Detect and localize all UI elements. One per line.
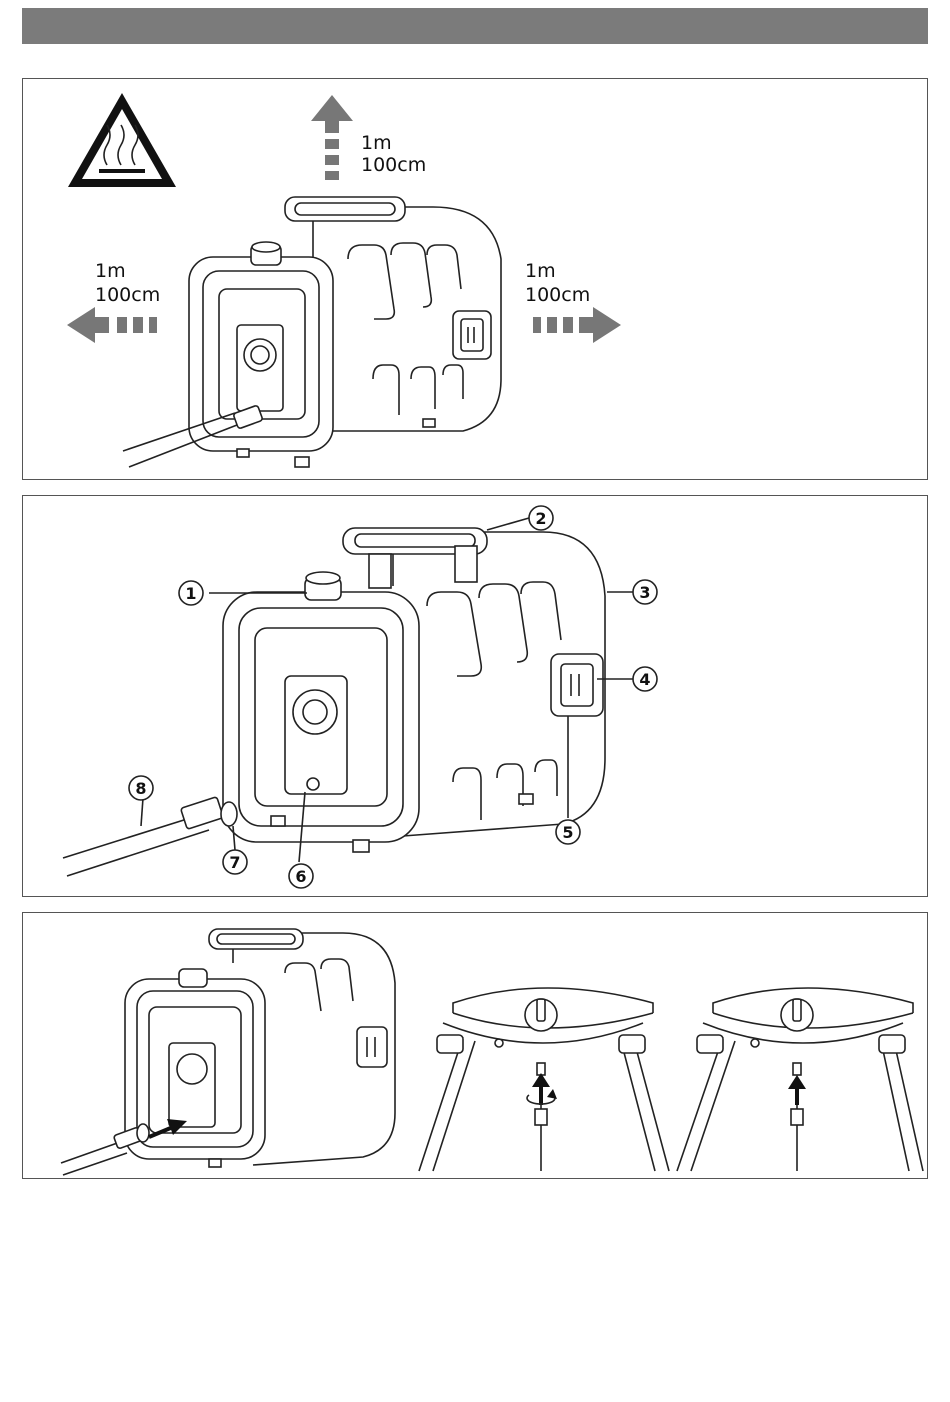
burner-stand-right [677, 988, 923, 1171]
hose-connector [181, 797, 224, 830]
clearance-diagram: 1m 100cm 1m 100cm 1m 100cm [23, 79, 929, 481]
hot-surface-warning-icon [68, 93, 176, 187]
svg-text:2: 2 [535, 509, 546, 528]
top-distance-m: 1m [361, 132, 392, 154]
connection-diagram [23, 913, 929, 1180]
callout-2: 2 [529, 506, 553, 530]
components-panel: 1 2 3 4 5 6 7 8 [22, 495, 928, 897]
callout-4: 4 [633, 667, 657, 691]
gas-inlet [307, 778, 319, 790]
heater-connection-view [61, 929, 395, 1175]
left-distance-m: 1m [95, 260, 126, 282]
top-distance-cm: 100cm [361, 154, 426, 176]
right-distance-cm: 100cm [525, 284, 590, 306]
left-distance-cm: 100cm [95, 284, 160, 306]
svg-text:5: 5 [562, 823, 573, 842]
left-clearance-arrow [67, 307, 157, 343]
heater-unit [123, 197, 501, 467]
components-diagram: 1 2 3 4 5 6 7 8 [23, 496, 929, 898]
push-arrow [788, 1075, 806, 1105]
callout-8: 8 [129, 776, 153, 800]
svg-text:3: 3 [639, 583, 650, 602]
callout-7: 7 [223, 850, 247, 874]
right-clearance-arrow [533, 307, 621, 343]
svg-text:6: 6 [295, 867, 306, 886]
callout-3: 3 [633, 580, 657, 604]
header-bar [22, 8, 928, 44]
clearance-panel: 1m 100cm 1m 100cm 1m 100cm [22, 78, 928, 480]
heater-unit-components [63, 528, 605, 876]
svg-text:7: 7 [229, 853, 240, 872]
svg-text:8: 8 [135, 779, 146, 798]
connection-panel [22, 912, 928, 1179]
callout-5: 5 [556, 820, 580, 844]
rotate-arrow [527, 1073, 557, 1105]
top-clearance-arrow [311, 95, 353, 180]
svg-text:1: 1 [185, 584, 196, 603]
right-distance-m: 1m [525, 260, 556, 282]
callout-1: 1 [179, 581, 203, 605]
svg-text:4: 4 [639, 670, 650, 689]
callout-6: 6 [289, 864, 313, 888]
